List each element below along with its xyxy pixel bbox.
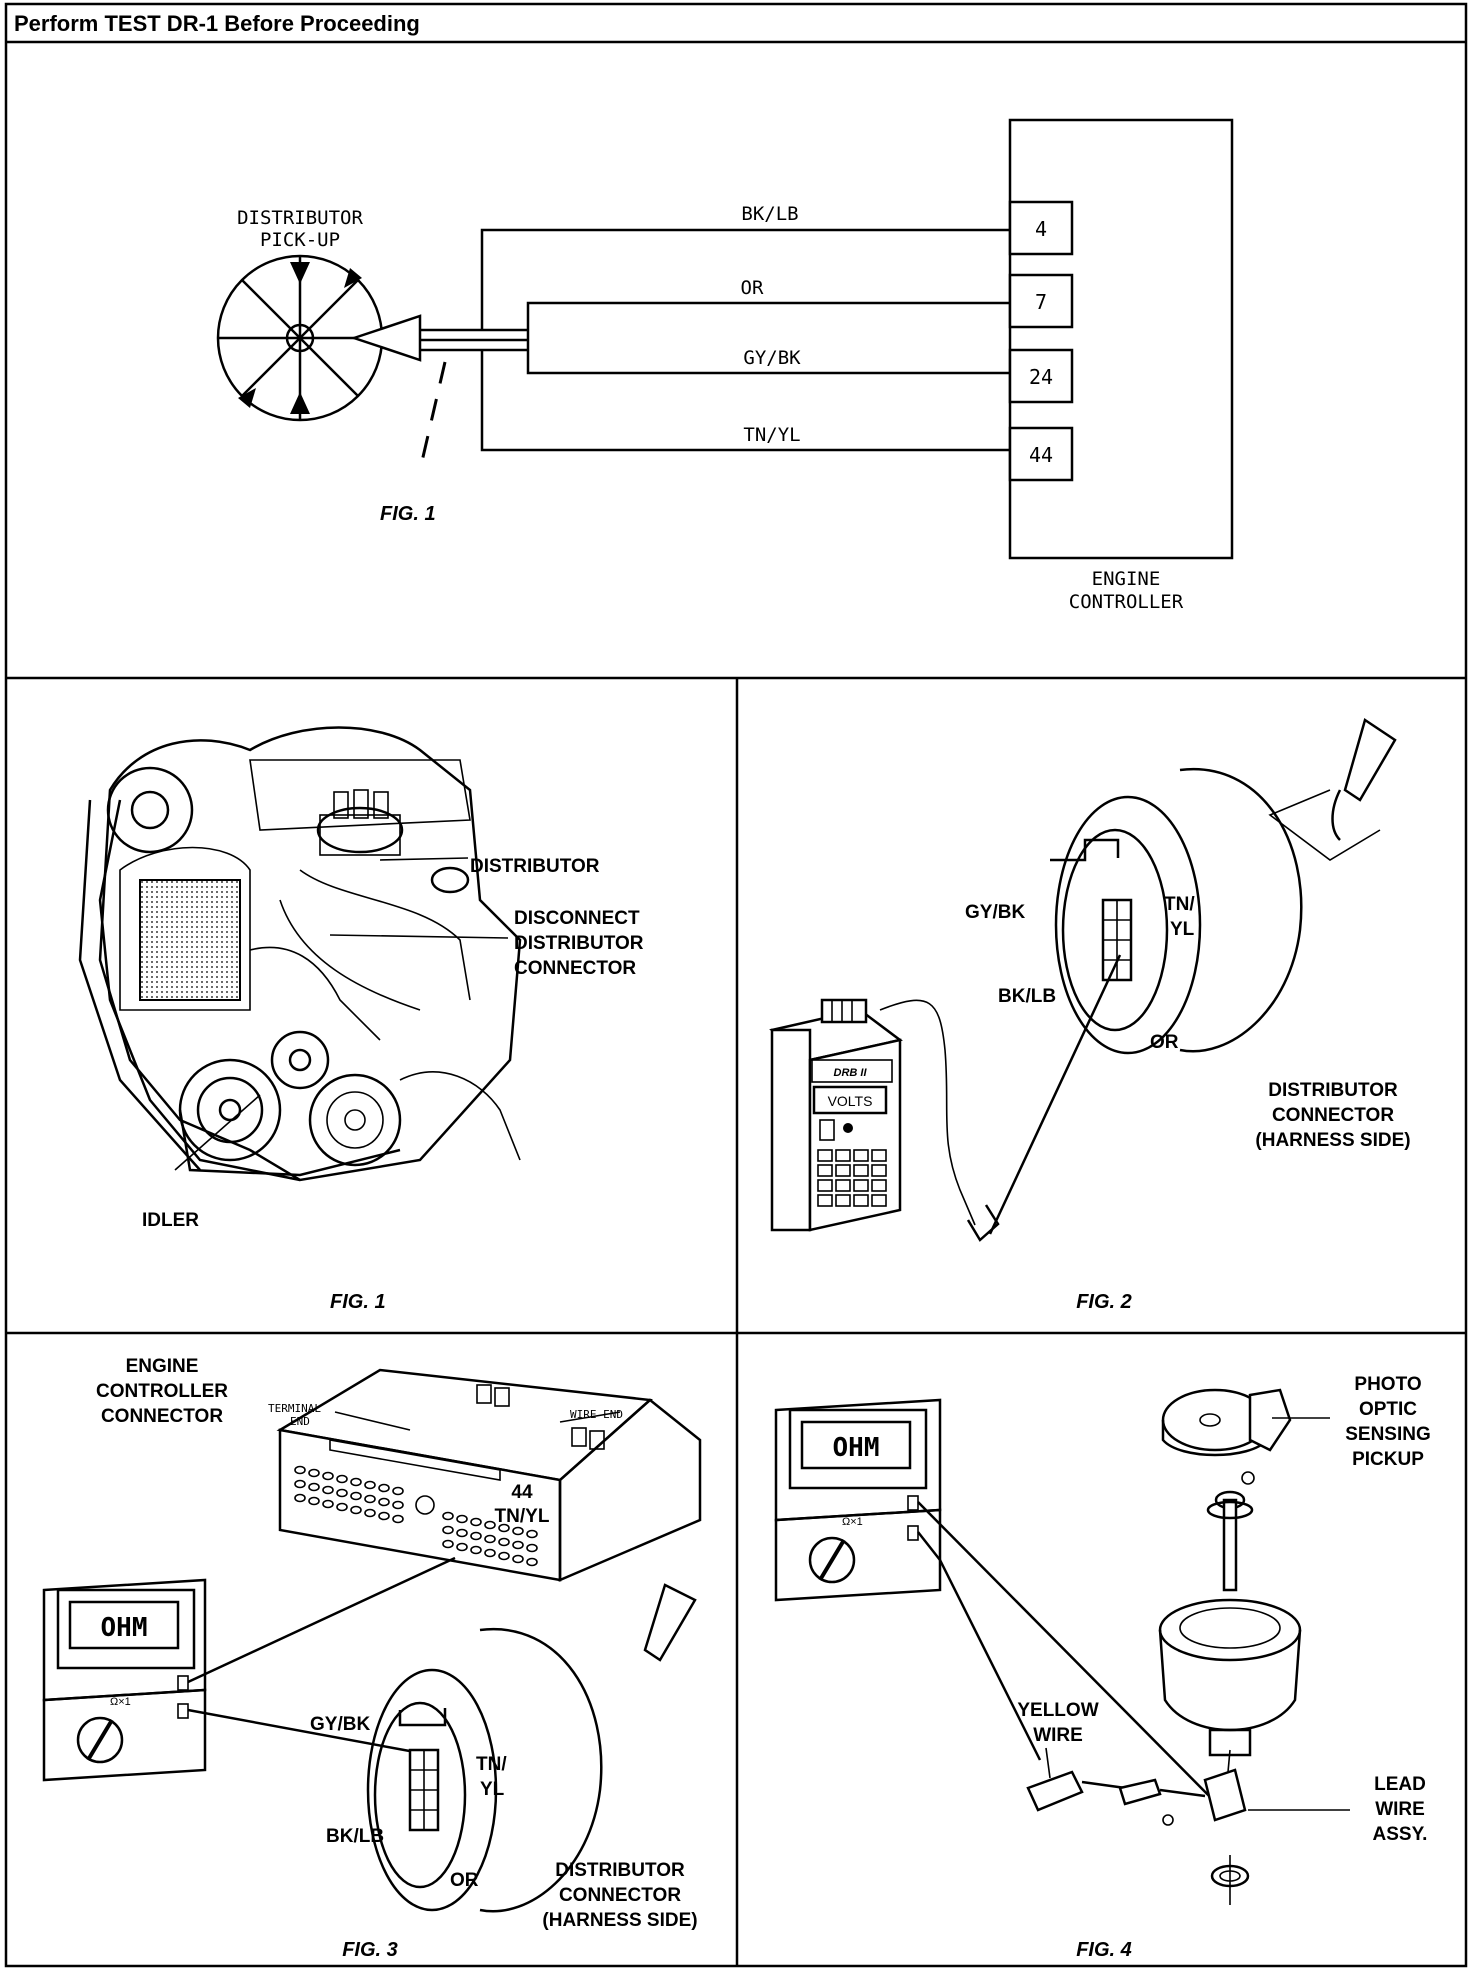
fig4-lead-label-3: ASSY. <box>1373 1824 1428 1845</box>
wire-harness <box>480 228 1010 452</box>
fig3-label-gybk: GY/BK <box>310 1714 370 1735</box>
engine-illustration <box>78 726 522 1182</box>
fig1-caption: FIG. 1 <box>330 1291 386 1313</box>
engine-controller-box <box>1008 118 1234 560</box>
fig3-terminal-label-2: END <box>290 1415 310 1428</box>
controller-connector-illustration <box>276 1368 702 1582</box>
fig3-pin-label-1: 44 <box>511 1482 533 1503</box>
harness-connector-illustration <box>1050 718 1397 1055</box>
fig3-conn-label-1: DISTRIBUTOR <box>555 1860 685 1881</box>
pickup-label-line-2: PICK-UP <box>260 229 340 251</box>
wire-label-tnyl: TN/YL <box>743 424 800 446</box>
connector-pin-rows <box>294 1465 538 1567</box>
pin-box-24 <box>1008 348 1074 404</box>
fig3-meter-display: OHM <box>101 1613 148 1643</box>
fig4-photo-label-1: PHOTO <box>1354 1374 1421 1395</box>
fig3-ecc-label-2: CONTROLLER <box>96 1381 228 1402</box>
fig1-idler-label: IDLER <box>142 1210 199 1231</box>
fig2-conn-label-1: DISTRIBUTOR <box>1268 1080 1398 1101</box>
fig4-photo-label-4: PICKUP <box>1352 1449 1424 1470</box>
lead-wire-assembly-illustration <box>1026 1749 1247 1822</box>
fig3-label-yl: YL <box>480 1779 505 1800</box>
fig4-meter-display: OHM <box>833 1433 880 1463</box>
fig4-yellow-label-2: WIRE <box>1033 1725 1083 1746</box>
pickup-label-line-1: DISTRIBUTOR <box>237 207 363 229</box>
wire-label-gybk: GY/BK <box>743 347 801 369</box>
pickup-sensor <box>350 314 528 471</box>
fig3-harness-connector-illustration <box>366 1583 697 1913</box>
pin-number-24: 24 <box>1029 365 1053 389</box>
pin-number-7: 7 <box>1035 290 1047 314</box>
pin-box-7 <box>1008 273 1074 329</box>
fig4-lead-label-1: LEAD <box>1374 1774 1426 1795</box>
fig2-label-bklb: BK/LB <box>998 986 1056 1007</box>
fig1-disconnect-label-2: DISTRIBUTOR <box>514 933 644 954</box>
fig1-panel: DISTRIBUTOR DISCONNECT DISTRIBUTOR CONNE… <box>78 726 644 1313</box>
drb-keypad <box>817 1149 887 1207</box>
fig3-label-or: OR <box>450 1870 479 1891</box>
fig3-ohmmeter-illustration: OHM Ω×1 <box>42 1556 456 1782</box>
fig2-conn-label-2: CONNECTOR <box>1272 1105 1394 1126</box>
distributor-exploded-illustration <box>1158 1388 1302 1905</box>
fig4-photo-label-3: SENSING <box>1345 1424 1431 1445</box>
fig3-label-bklb: BK/LB <box>326 1826 384 1847</box>
wire-label-or: OR <box>741 277 764 299</box>
fig3-meter-range: Ω×1 <box>110 1696 131 1708</box>
controller-label-line-2: CONTROLLER <box>1069 591 1184 613</box>
drb-tool-brand: DRB II <box>834 1067 868 1079</box>
fig3-ecc-label-1: ENGINE <box>126 1356 199 1377</box>
fig2-label-tn: TN/ <box>1164 894 1195 915</box>
pin-box-44 <box>1008 426 1074 482</box>
fig1-disconnect-label-1: DISCONNECT <box>514 908 640 929</box>
fig3-terminal-label-1: TERMINAL <box>268 1402 321 1415</box>
fig2-label-or: OR <box>1150 1032 1179 1053</box>
fig3-conn-label-3: (HARNESS SIDE) <box>542 1910 697 1931</box>
header-title: Perform TEST DR-1 Before Proceeding <box>14 11 420 36</box>
fig2-label-yl: YL <box>1170 919 1195 940</box>
fig3-panel: ENGINE CONTROLLER CONNECTOR TERMINAL END… <box>42 1356 702 1961</box>
fig2-panel: DRB II VOLTS GY/BK TN/ YL BK/LB OR DISTR… <box>769 718 1411 1313</box>
distributor-cap <box>316 789 404 856</box>
fig3-conn-label-2: CONNECTOR <box>559 1885 681 1906</box>
fig2-conn-label-3: (HARNESS SIDE) <box>1255 1130 1410 1151</box>
schematic-panel: DISTRIBUTOR PICK-UP FIG. 1 <box>216 118 1234 613</box>
fig4-caption: FIG. 4 <box>1076 1939 1132 1961</box>
pin-number-4: 4 <box>1035 217 1047 241</box>
wire-label-bklb: BK/LB <box>741 203 798 225</box>
drb-tool-display: VOLTS <box>828 1093 873 1109</box>
fig3-ecc-label-3: CONNECTOR <box>101 1406 223 1427</box>
fig3-pin-label-2: TN/YL <box>495 1506 550 1527</box>
fig1-disconnect-label-3: CONNECTOR <box>514 958 636 979</box>
fig3-caption: FIG. 3 <box>342 1939 398 1961</box>
schematic-fig-label: FIG. 1 <box>380 503 436 525</box>
fig4-panel: OHM Ω×1 <box>774 1374 1431 1961</box>
fig4-ohmmeter-illustration: OHM Ω×1 <box>774 1398 1226 1813</box>
fig1-distributor-label: DISTRIBUTOR <box>470 856 600 877</box>
drb-scan-tool-illustration: DRB II VOLTS <box>769 954 1122 1242</box>
fig2-label-gybk: GY/BK <box>965 902 1025 923</box>
pin-number-44: 44 <box>1029 443 1053 467</box>
fig2-caption: FIG. 2 <box>1076 1291 1132 1313</box>
fig3-label-tn: TN/ <box>476 1754 507 1775</box>
controller-label-line-1: ENGINE <box>1092 568 1161 590</box>
fig4-yellow-label-1: YELLOW <box>1017 1700 1098 1721</box>
pin-box-4 <box>1008 200 1074 256</box>
fig4-lead-label-2: WIRE <box>1375 1799 1425 1820</box>
fig4-photo-label-2: OPTIC <box>1359 1399 1417 1420</box>
fig4-meter-range: Ω×1 <box>842 1516 863 1528</box>
